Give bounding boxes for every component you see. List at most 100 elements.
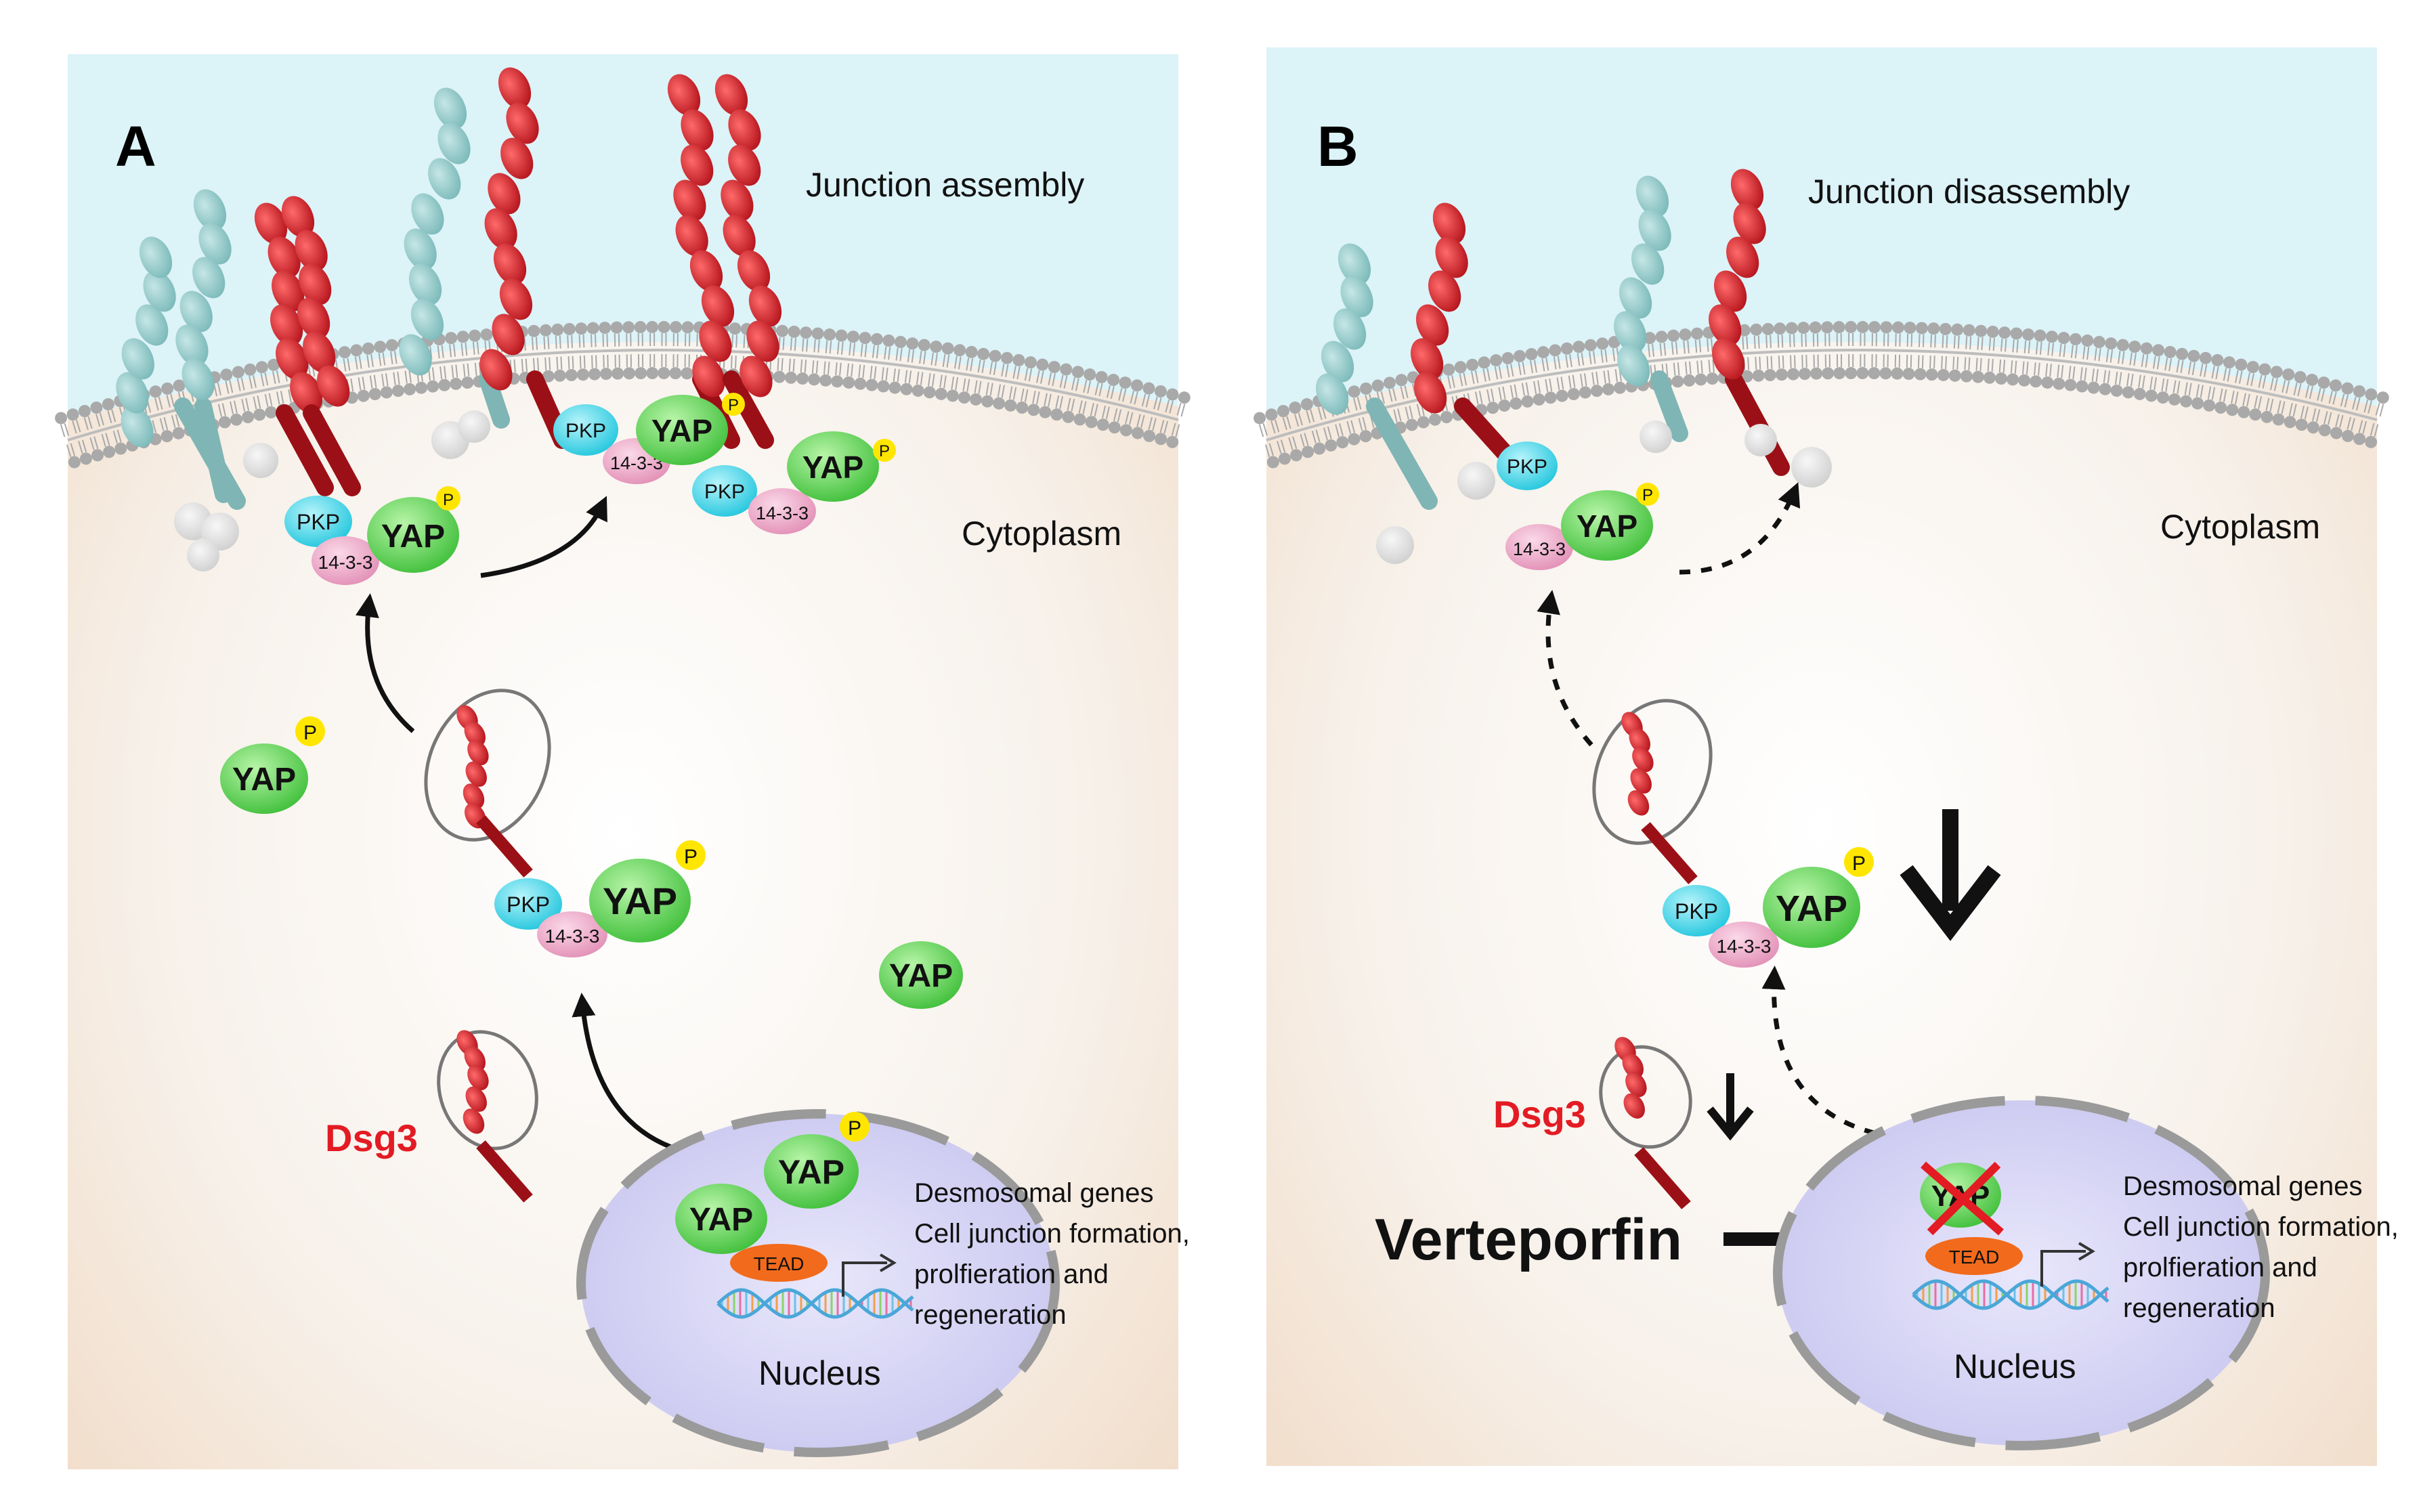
- desmosomal-cadherins: [116, 67, 782, 510]
- lipid: [888, 336, 907, 394]
- panel-letter: A: [115, 114, 156, 178]
- lipid: [2007, 327, 2023, 386]
- lipid: [2330, 382, 2354, 439]
- lipid: [1572, 341, 1591, 399]
- junction-disassembly-label: Junction disassembly: [1808, 173, 2130, 211]
- lipid: [1995, 326, 2011, 385]
- adaptor-label: 14-3-3: [318, 552, 373, 573]
- lipid: [646, 321, 659, 380]
- lipid: [2018, 328, 2035, 387]
- lipid: [1478, 356, 1499, 414]
- lipid: [1845, 321, 1858, 380]
- lipid: [2342, 385, 2365, 442]
- lipid: [539, 324, 555, 383]
- reduced-translocation-arrow: [1537, 590, 1593, 747]
- adaptor-label: 14-3-3: [1717, 936, 1772, 957]
- desmosomal-cadherins: [1316, 169, 1790, 510]
- lipid: [1265, 408, 1291, 465]
- lipid: [1514, 349, 1534, 408]
- yap-label: YAP: [802, 450, 863, 485]
- lipid: [385, 339, 404, 397]
- lipid: [1312, 395, 1337, 452]
- lipid: [220, 368, 243, 426]
- lipid: [161, 382, 185, 439]
- lipid: [993, 351, 1014, 410]
- lipid: [1143, 385, 1167, 442]
- membrane-vesicles: [174, 410, 490, 571]
- dsg3-label: Dsg3: [325, 1117, 418, 1159]
- lipid: [1119, 379, 1144, 437]
- lipid: [586, 322, 601, 381]
- membrane-vesicles: [1376, 420, 1832, 564]
- lipid: [2180, 349, 2200, 408]
- lipid: [1983, 325, 1999, 384]
- lipid: [2203, 353, 2224, 412]
- lipid: [2133, 342, 2153, 400]
- lipid: [1289, 401, 1314, 458]
- lipid: [1937, 322, 1952, 381]
- gene-line: Desmosomal genes: [2123, 1171, 2363, 1201]
- lipid: [2156, 345, 2177, 404]
- lipid: [1254, 412, 1279, 469]
- panel-a: A Junction assembly Cytoplasm PKP 14-3-3…: [55, 54, 1191, 1469]
- lipid: [634, 321, 647, 380]
- nuclear-yap-p: YAP P: [764, 1112, 870, 1209]
- dsg3-vesicle: [1592, 699, 1713, 884]
- inhibition-cross: [1927, 1161, 2001, 1236]
- lipid: [1384, 376, 1407, 434]
- tead: TEAD: [1925, 1237, 2023, 1275]
- lipid: [374, 341, 393, 399]
- dsg3-vesicle: [1599, 1037, 1692, 1209]
- adaptor-label: 14-3-3: [756, 503, 809, 523]
- lipid: [819, 328, 836, 387]
- lipid: [1785, 322, 1799, 381]
- lipid: [1667, 329, 1684, 388]
- yap-label: YAP: [603, 880, 677, 922]
- free-yap: YAP: [879, 941, 963, 1009]
- lipid: [1027, 358, 1049, 416]
- lipid: [900, 337, 919, 395]
- lipid: [1868, 321, 1881, 380]
- tead: TEAD: [730, 1244, 828, 1282]
- lipid: [2145, 344, 2165, 402]
- lipid: [935, 342, 954, 400]
- gene-line: regeneration: [2123, 1293, 2275, 1323]
- lipid: [1560, 342, 1580, 400]
- lipid: [1395, 374, 1418, 431]
- lipid: [796, 326, 813, 385]
- pkp-yap-complex: PKP 14-3-3 YAP P: [494, 840, 706, 957]
- pkp-yap-complex: PKP 14-3-3 YAP P: [1663, 847, 1874, 968]
- lipid: [681, 321, 694, 380]
- lipid: [1914, 322, 1928, 381]
- lipid: [1549, 344, 1568, 402]
- tead-label: TEAD: [754, 1253, 805, 1274]
- lipid: [1596, 337, 1615, 395]
- lipid: [658, 321, 670, 380]
- lipid: [563, 323, 578, 381]
- lipid: [1348, 385, 1372, 443]
- decrease-arrow: [1900, 809, 2001, 941]
- lipid: [784, 325, 800, 384]
- pkp-yap-complex: PKP 14-3-3 YAP P: [284, 486, 460, 585]
- lipid: [1525, 347, 1545, 406]
- yap-label: YAP: [651, 413, 712, 448]
- gene-line: prolfieration and: [914, 1259, 1109, 1289]
- pkp-yap-complex: PKP 14-3-3 YAP P: [553, 393, 745, 484]
- lipid: [2272, 368, 2295, 426]
- lipid: [1891, 321, 1904, 380]
- lipid: [456, 330, 474, 389]
- lipid: [1774, 322, 1788, 381]
- adaptor-label: 14-3-3: [545, 926, 600, 947]
- adaptor-label: 14-3-3: [1513, 539, 1566, 559]
- lipid: [2261, 366, 2283, 423]
- pkp-label: PKP: [704, 481, 745, 503]
- lipid: [2284, 370, 2307, 429]
- pkp-label: PKP: [565, 420, 606, 442]
- target-genes-text: Desmosomal genes Cell junction formation…: [914, 1178, 1190, 1330]
- pkp-yap-complex: PKP 14-3-3 YAP P: [692, 431, 896, 534]
- lipid: [610, 321, 624, 380]
- lipid: [1166, 391, 1191, 448]
- lipid: [2064, 332, 2082, 391]
- lipid: [969, 347, 990, 406]
